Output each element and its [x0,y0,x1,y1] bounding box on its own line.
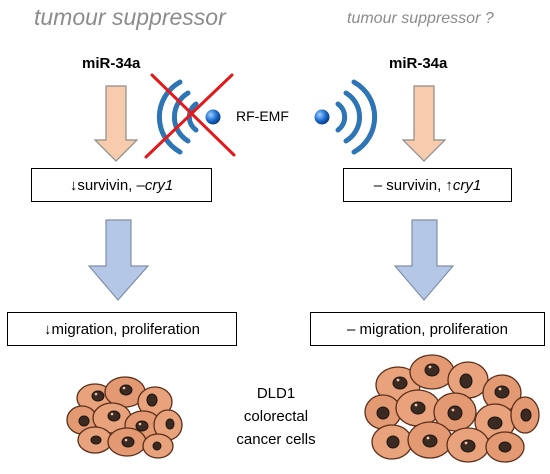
gene-name-left: cry1 [144,176,174,194]
effect-box-left-1: ↓survivin, – cry1 [31,168,212,202]
effect-box-right-1: – survivin, ↑ cry1 [343,168,512,202]
cell-cluster-right [364,354,540,463]
cells-label-line-2: colorectal [243,408,309,425]
cells-label-line-3: cancer cells [236,431,316,448]
effect-box-right-2: – migration, proliferation [310,312,545,346]
rf-emf-label: RF-EMF [236,108,289,124]
rf-source-dot-right [314,109,330,125]
arrow-right-large [393,219,455,301]
effect-left-1-text: ↓survivin, – [69,176,145,194]
cells-label: DLD1 colorectal cancer cells [216,382,336,451]
arrow-left-small [93,85,139,162]
mirna-label-left: miR-34a [82,55,141,72]
cross-icon [144,73,236,159]
header-right: tumour suppressor ? [347,10,494,27]
rf-waves-left [156,79,199,155]
cells-label-line-1: DLD1 [256,385,296,402]
gene-name-right: cry1 [452,176,482,194]
rf-waves-right [335,79,378,155]
mirna-label-right: miR-34a [389,55,448,72]
arrow-right-small [401,85,447,162]
effect-right-1-text: – survivin, ↑ [373,176,453,194]
cell-cluster-left [66,376,183,459]
header-left: tumour suppressor [34,4,226,30]
arrow-left-large [87,219,150,301]
effect-box-left-2: ↓migration, proliferation [7,312,237,346]
rf-source-dot-left [205,109,221,125]
